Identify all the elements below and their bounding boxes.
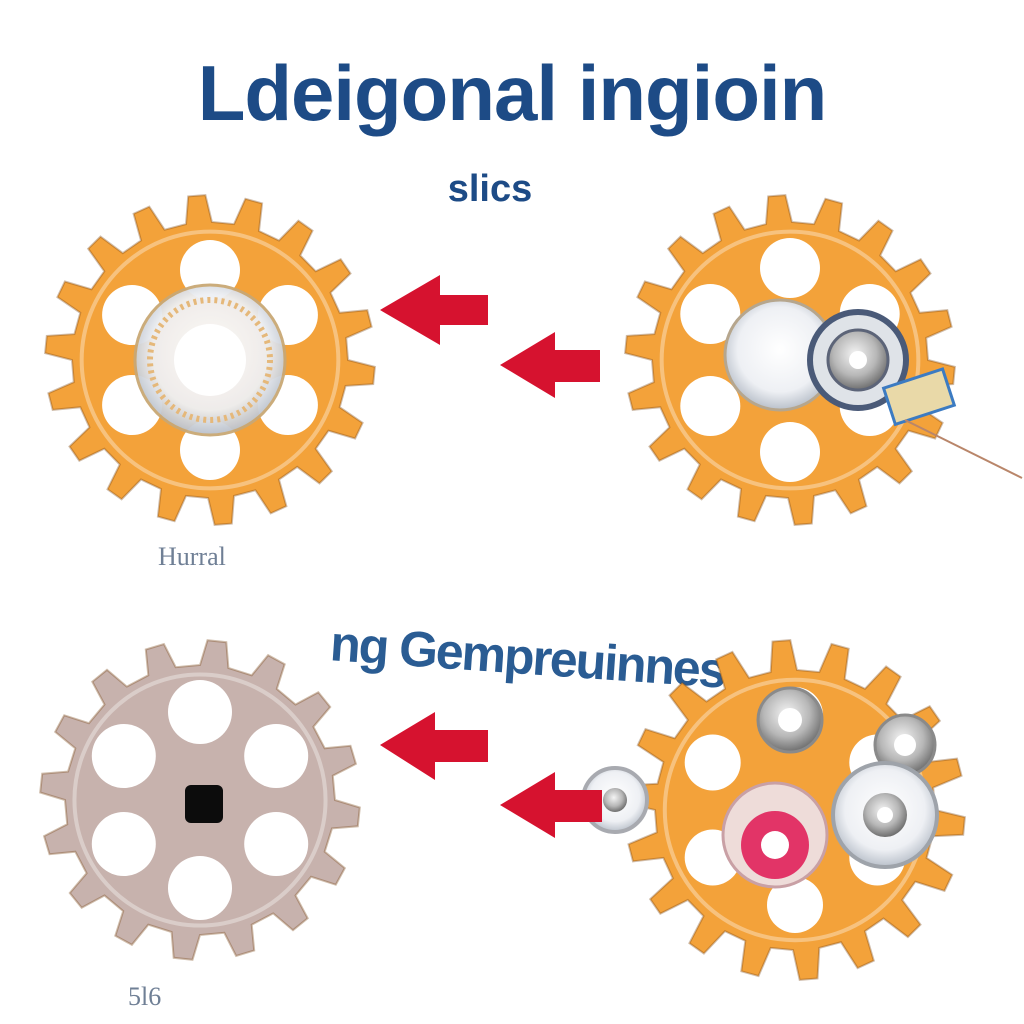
- gear-hole: [91, 724, 156, 788]
- gear-rim: [79, 229, 341, 491]
- gear-hole: [680, 284, 741, 344]
- arrow-left-icon: [380, 275, 488, 345]
- hub-top-left: [133, 283, 287, 437]
- caption-bottom-left: 5l6: [128, 982, 162, 1011]
- gear-hole: [684, 734, 741, 791]
- hub-bottom-left: [185, 785, 223, 823]
- diagram-subtitle: slics: [447, 168, 533, 210]
- hub-top-right: [723, 298, 1023, 479]
- arrow-left-icon: [380, 712, 488, 780]
- gear-hole: [760, 238, 820, 298]
- gear-rim: [72, 672, 328, 928]
- gear-hole: [767, 877, 823, 933]
- gear-hole: [244, 812, 309, 876]
- diagram-title: Ldeigonal ingioin: [197, 49, 828, 137]
- gear-rim: [659, 229, 921, 491]
- arrow-left-icon: [500, 772, 602, 838]
- gear-hole: [168, 680, 232, 744]
- gear-hole: [168, 856, 232, 920]
- gear-hole: [760, 422, 820, 482]
- arrow-left-icon: [500, 332, 600, 398]
- caption-top-left: Hurral: [158, 542, 226, 571]
- gear-hole: [244, 724, 309, 788]
- gear-hole: [91, 812, 156, 876]
- gear-hole: [680, 376, 741, 436]
